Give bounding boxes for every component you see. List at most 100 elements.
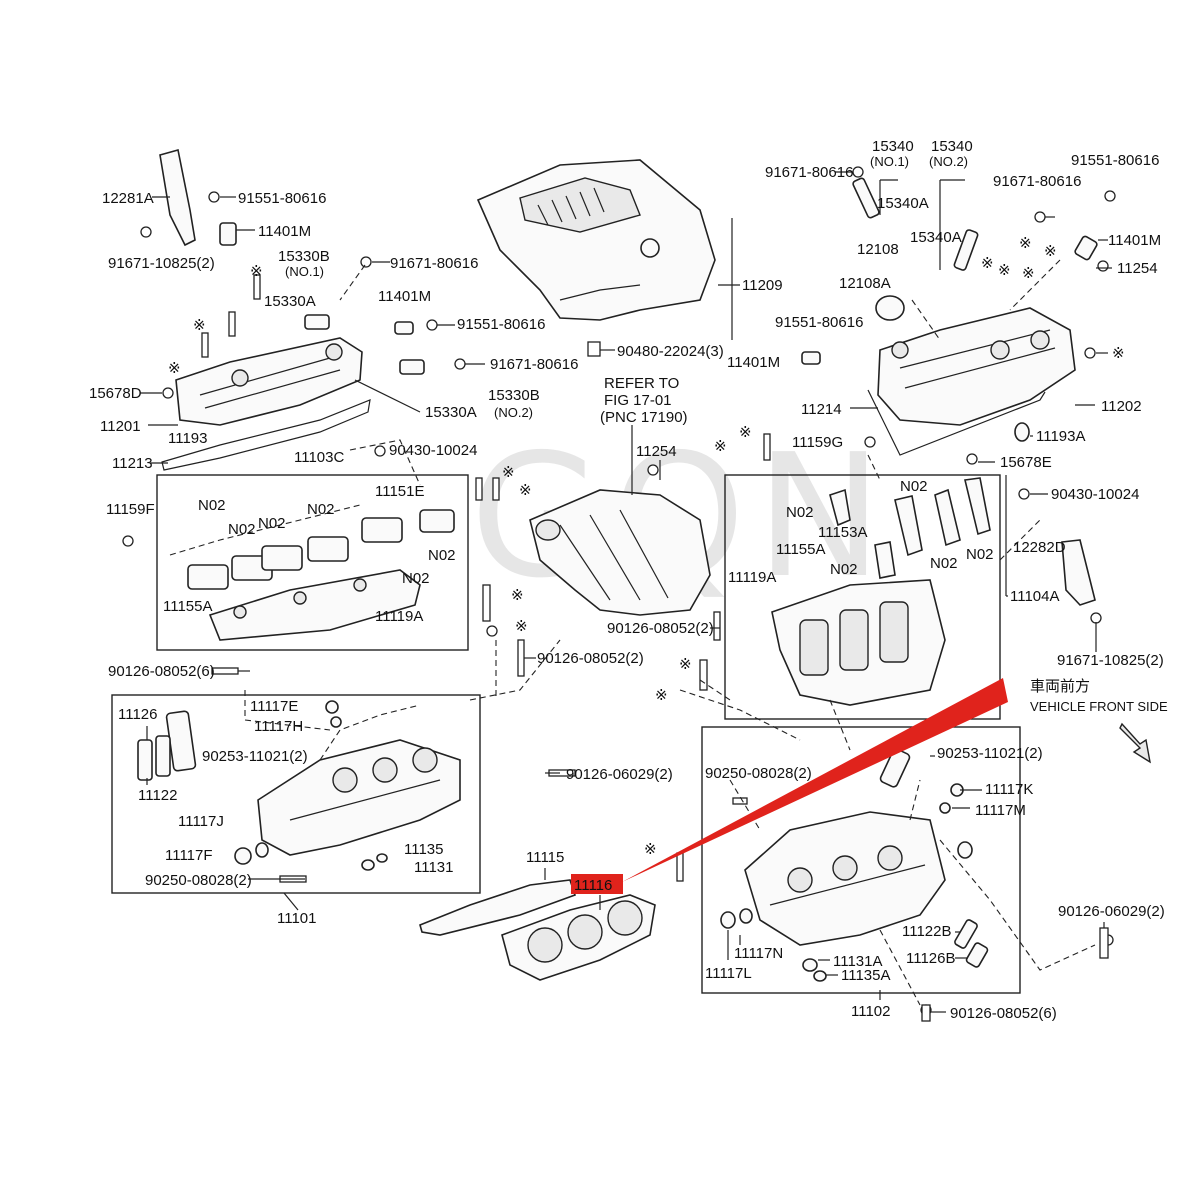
- label: 90126-08052(2): [537, 650, 644, 667]
- label: 11151E: [375, 483, 425, 500]
- note-refer-line3: (PNC 17190): [600, 409, 688, 426]
- label: 11155A: [163, 598, 213, 615]
- label: 11103C: [294, 449, 344, 466]
- label: 11153A: [818, 524, 868, 541]
- label: N02: [198, 497, 226, 514]
- label: 11102: [851, 1003, 891, 1020]
- label: N02: [428, 547, 456, 564]
- label: N02: [786, 504, 814, 521]
- label: 11401M: [378, 288, 431, 305]
- coil-15340A-a: [852, 177, 880, 219]
- label: 91551-80616: [775, 314, 863, 331]
- label: N02: [930, 555, 958, 572]
- camshaft-group-box-right: [724, 474, 1001, 720]
- gasket-11117H: [330, 716, 342, 728]
- front-direction-arrow: [1119, 722, 1151, 764]
- leader-lines: [140, 171, 1112, 1013]
- part-11131: [361, 859, 375, 871]
- coil-15340A-b: [953, 229, 979, 271]
- label: (NO.1): [870, 154, 909, 169]
- label: 11126: [118, 706, 158, 723]
- label: 15330A: [264, 293, 316, 310]
- label: N02: [228, 521, 256, 538]
- label: 11401M: [258, 223, 311, 240]
- label: 91551-80616: [457, 316, 545, 333]
- label: 91671-10825(2): [1057, 652, 1164, 669]
- label: 11159F: [106, 501, 155, 518]
- insert-11126B: [965, 942, 989, 968]
- label: (NO.2): [494, 405, 533, 420]
- label: 90430-10024: [389, 442, 477, 459]
- part-11131A: [802, 958, 818, 972]
- valve-15330A: [304, 314, 330, 330]
- gasket-11193A: [1014, 422, 1030, 442]
- label: 91551-80616: [1071, 152, 1159, 169]
- note-refer-line2: FIG 17-01: [604, 392, 672, 409]
- label: 11401M: [727, 354, 780, 371]
- label: 11135A: [841, 967, 891, 984]
- plug-11117F: [234, 847, 252, 865]
- label: 11131: [414, 859, 454, 876]
- label: 11159G: [792, 434, 843, 451]
- label: 90253-11021(2): [202, 748, 308, 765]
- label: 90126-08052(2): [607, 620, 714, 637]
- label: 11209: [742, 277, 783, 294]
- cylinder-head-box-left: [111, 694, 481, 894]
- plug-11117E: [325, 700, 339, 714]
- label: 90430-10024: [1051, 486, 1139, 503]
- label: (NO.2): [929, 154, 968, 169]
- label: ※: [714, 438, 727, 455]
- engine-hanger-12281A: [159, 148, 196, 247]
- engine-cover: [476, 159, 716, 321]
- label: N02: [258, 515, 286, 532]
- guide-11122-b: [155, 735, 171, 777]
- label: ※: [981, 255, 994, 272]
- label: 11193: [168, 430, 208, 447]
- label: ※: [193, 317, 206, 334]
- label: 91671-80616: [390, 255, 478, 272]
- label: 15340A: [877, 195, 929, 212]
- label: 90253-11021(2): [937, 745, 1043, 762]
- note-front-jp: 車両前方: [1030, 678, 1090, 695]
- label: 11117J: [178, 813, 224, 830]
- label: 90126-06029(2): [1058, 903, 1165, 920]
- label: 91671-80616: [490, 356, 578, 373]
- label: 11117H: [254, 718, 303, 735]
- label: 12281A: [102, 190, 154, 207]
- head-gasket-11116: [501, 894, 656, 981]
- label: 90126-08052(6): [108, 663, 215, 680]
- label: 12108A: [839, 275, 891, 292]
- label: 11117F: [165, 847, 213, 864]
- oil-filler-cap: [875, 295, 905, 321]
- label: 91551-80616: [238, 190, 326, 207]
- label: 11115: [526, 849, 564, 866]
- label: 11117E: [250, 698, 298, 715]
- label: 15330B: [278, 248, 330, 265]
- label: ※: [519, 482, 532, 499]
- label: 12282D: [1013, 539, 1066, 556]
- camshaft-group-box-left: [156, 474, 469, 651]
- label: 12108: [857, 241, 899, 258]
- label: 90126-08052(6): [950, 1005, 1057, 1022]
- label: ※: [250, 263, 263, 280]
- label: 15340: [872, 138, 914, 155]
- label: 11104A: [1010, 588, 1060, 605]
- camshaft-housing-right: [771, 579, 946, 706]
- dashed-lines: [169, 259, 1096, 1006]
- part-11135: [376, 853, 388, 863]
- label: 91671-80616: [765, 164, 853, 181]
- cylinder-head-box-right: [701, 726, 1021, 994]
- label: ※: [1044, 243, 1057, 260]
- engine-hanger-12282D: [1061, 539, 1096, 606]
- label: ※: [655, 687, 668, 704]
- insert-right: [879, 748, 911, 788]
- label: ※: [739, 424, 752, 441]
- label: N02: [966, 546, 994, 563]
- label: 11126B: [906, 950, 956, 967]
- head-cover-left: [175, 337, 363, 426]
- label: 11213: [112, 455, 153, 472]
- bolts: [122, 166, 1116, 1022]
- plug-right-side: [957, 841, 973, 859]
- label: 15330A: [425, 404, 477, 421]
